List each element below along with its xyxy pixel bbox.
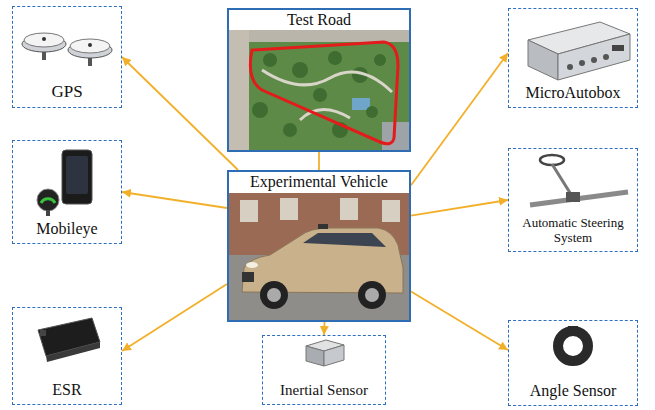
map-pond xyxy=(352,98,370,110)
car-headlight xyxy=(246,262,258,268)
port xyxy=(603,54,609,60)
device-box: Mobileye xyxy=(12,140,122,244)
esr-radar-icon xyxy=(38,318,100,362)
node-label: Mobileye xyxy=(36,220,97,238)
device-box: MicroAutobox xyxy=(508,8,638,108)
connector-arrow xyxy=(411,292,508,351)
antenna-dot xyxy=(42,37,46,41)
map-tree xyxy=(374,54,386,66)
map-tree xyxy=(283,123,297,137)
display-arc xyxy=(41,199,55,203)
map-tree xyxy=(313,88,327,102)
radar-side xyxy=(46,342,100,362)
steering-column xyxy=(552,164,572,196)
sensor-ring xyxy=(558,331,588,361)
panel-box: Test Road xyxy=(227,8,411,152)
steering-motor xyxy=(566,192,580,202)
imu-front xyxy=(324,345,344,366)
antenna-dot xyxy=(88,43,92,47)
gps-antenna-icon xyxy=(22,33,112,66)
window xyxy=(340,198,358,220)
steering-rack xyxy=(530,192,628,205)
map-tree xyxy=(263,53,277,67)
test-road-map xyxy=(229,30,409,150)
port xyxy=(612,45,624,51)
port xyxy=(567,64,573,70)
map-tree xyxy=(252,102,268,118)
connector-arrow xyxy=(318,152,320,170)
connector-arrow xyxy=(122,284,227,351)
car-grille xyxy=(242,272,254,282)
radar-tab xyxy=(40,330,46,336)
imu-side xyxy=(306,346,324,366)
device-box: Angle Sensor xyxy=(508,320,638,406)
window xyxy=(240,200,258,222)
device-box: GPS xyxy=(12,6,122,108)
microautobox-icon xyxy=(528,22,630,80)
car-rim xyxy=(365,288,379,302)
vehicle-photo xyxy=(229,193,409,320)
test-route xyxy=(250,42,398,144)
camera-face xyxy=(66,156,88,194)
steering-system-icon xyxy=(530,155,628,205)
map-ground xyxy=(229,30,409,150)
node-label: MicroAutobox xyxy=(525,84,620,102)
node-label: Inertial Sensor xyxy=(280,382,368,399)
panel-box: Experimental Vehicle xyxy=(227,170,411,322)
steering-wheel xyxy=(540,155,564,165)
connector-arrow xyxy=(122,192,227,208)
node-label: Experimental Vehicle xyxy=(250,172,388,191)
box-side xyxy=(528,40,558,80)
connector-arrow xyxy=(411,200,508,216)
map-tree xyxy=(292,62,308,78)
node-label: ESR xyxy=(52,381,81,399)
display-stand xyxy=(46,210,50,216)
node-label: GPS xyxy=(51,82,82,102)
window xyxy=(382,200,400,222)
device-box: Inertial Sensor xyxy=(262,335,386,405)
port xyxy=(579,60,585,66)
box-front xyxy=(558,34,630,80)
map-building xyxy=(229,30,249,150)
map-building xyxy=(229,30,409,42)
connector-arrow xyxy=(411,53,508,185)
car-rim xyxy=(267,288,281,302)
angle-sensor-icon xyxy=(558,326,588,361)
camera-unit xyxy=(62,150,92,204)
node-label: Angle Sensor xyxy=(530,382,617,400)
roof-antenna xyxy=(318,224,328,229)
map-tree xyxy=(328,51,342,65)
sensor-tab xyxy=(568,326,578,332)
port xyxy=(591,57,597,63)
antenna-dome xyxy=(70,39,110,53)
device-box: ESR xyxy=(12,307,122,405)
map-tree xyxy=(366,106,378,118)
map-path xyxy=(262,70,392,92)
connector-arrow xyxy=(323,322,325,335)
antenna-dome xyxy=(24,33,64,47)
device-box: Automatic Steering System xyxy=(508,148,638,252)
car-window xyxy=(303,233,386,247)
car-wheel xyxy=(260,281,288,309)
inertial-sensor-icon xyxy=(306,340,344,366)
node-label: Test Road xyxy=(287,10,351,29)
mobileye-icon xyxy=(37,150,92,216)
car-wheel xyxy=(358,281,386,309)
window xyxy=(280,198,298,220)
connector-arrow xyxy=(122,57,238,170)
warning-display xyxy=(37,189,59,211)
node-label: Automatic Steering System xyxy=(512,216,634,246)
